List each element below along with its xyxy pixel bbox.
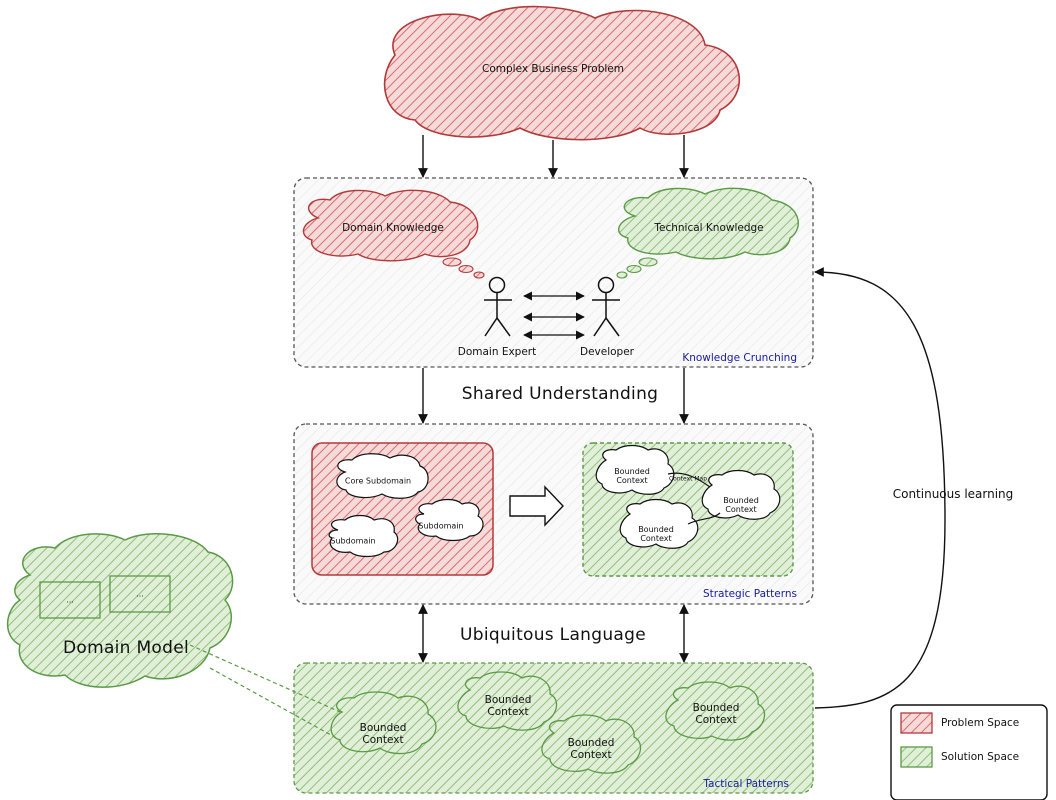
strategic-context-label-3-line1: Bounded	[638, 524, 674, 534]
developer-figure	[592, 276, 620, 337]
core-subdomain-label: Core Subdomain	[344, 476, 412, 486]
domain-model-label: Domain Model	[62, 638, 190, 659]
problem-cloud	[383, 5, 741, 141]
legend-swatch-problem	[900, 712, 933, 734]
context-map-line-1	[667, 472, 711, 488]
domain-knowledge-cloud	[302, 189, 479, 262]
tactical-context-label-1: Bounded Context	[360, 722, 407, 746]
tactical-context-label-2-line1: Bounded	[484, 693, 532, 706]
technical-knowledge-cloud	[618, 187, 799, 260]
strategic-context-cloud-1	[595, 444, 675, 495]
thought-bubble-red-3	[473, 271, 485, 279]
tactical-context-cloud-2	[457, 671, 558, 731]
domain-model-box-1	[39, 581, 101, 619]
knowledge-crunching-label: Knowledge Crunching	[682, 351, 797, 364]
domain-model-box-2	[109, 575, 171, 613]
developer-label: Developer	[579, 345, 635, 358]
continuous-learning-arrow	[814, 267, 946, 709]
subdomain-cloud-1	[328, 514, 399, 558]
tactical-context-label-3-line1: Bounded	[567, 736, 615, 749]
strategic-context-cloud-3	[619, 498, 699, 549]
strategic-context-label-3: Bounded Context	[638, 525, 674, 543]
tactical-context-cloud-3	[541, 714, 642, 774]
strategic-patterns-label: Strategic Patterns	[702, 587, 797, 600]
tactical-context-label-1-line1: Bounded	[359, 721, 407, 734]
domain-expert-figure	[484, 276, 512, 337]
tactical-context-label-3: Bounded Context	[568, 737, 615, 761]
strategic-context-label-2-line2: Context	[725, 505, 757, 514]
problem-label: Complex Business Problem	[482, 62, 624, 75]
domain-model-box-1-text: ...	[66, 595, 74, 605]
legend-problem-label: Problem Space	[941, 716, 1020, 729]
strategic-context-label-2: Bounded Context	[723, 496, 759, 514]
ubiquitous-language-label: Ubiquitous Language	[460, 625, 646, 646]
tactical-context-label-3-line2: Context	[570, 749, 612, 761]
subdomain-label-1: Subdomain	[330, 536, 376, 546]
domain-model-link-2	[209, 667, 341, 741]
context-map-label: Context Map	[668, 475, 708, 483]
thought-bubble-red-2	[458, 264, 474, 274]
tactical-context-cloud-4	[665, 681, 766, 741]
legend-swatch-solution	[900, 746, 933, 768]
context-map-line-2	[687, 512, 721, 525]
domain-model-link-1	[189, 644, 341, 713]
strategic-context-label-1-line2: Context	[616, 476, 648, 485]
domain-model-box-2-text: ...	[136, 589, 144, 599]
tactical-context-label-2-line2: Context	[487, 706, 529, 718]
domain-knowledge-label: Domain Knowledge	[342, 221, 444, 234]
thought-bubble-green-2	[626, 264, 642, 274]
transform-arrow	[509, 485, 564, 527]
tactical-context-label-4: Bounded Context	[693, 702, 740, 726]
strategic-context-cloud-2	[701, 469, 781, 520]
domain-expert-label: Domain Expert	[457, 345, 537, 358]
continuous-learning-label: Continuous learning	[892, 487, 1014, 502]
technical-knowledge-label: Technical Knowledge	[654, 221, 764, 234]
legend-solution-label: Solution Space	[941, 750, 1020, 763]
strategic-context-label-2-line1: Bounded	[723, 495, 759, 505]
strategic-context-label-3-line2: Context	[640, 534, 672, 543]
tactical-context-label-4-line1: Bounded	[692, 701, 740, 714]
thought-bubble-green-1	[638, 257, 658, 267]
tactical-context-label-4-line2: Context	[695, 714, 737, 726]
tactical-context-label-2: Bounded Context	[485, 694, 532, 718]
core-subdomain-cloud	[336, 453, 429, 499]
thought-bubble-red-1	[442, 257, 462, 267]
tactical-patterns-label: Tactical Patterns	[703, 777, 789, 790]
subdomain-label-2: Subdomain	[418, 521, 464, 531]
tactical-context-cloud-1	[330, 691, 437, 755]
strategic-context-label-1: Bounded Context	[614, 467, 650, 485]
tactical-context-label-1-line2: Context	[362, 734, 404, 746]
subdomain-cloud-2	[415, 498, 484, 542]
shared-understanding-label: Shared Understanding	[461, 384, 659, 405]
strategic-context-label-1-line1: Bounded	[614, 466, 650, 476]
thought-bubble-green-3	[616, 271, 628, 279]
